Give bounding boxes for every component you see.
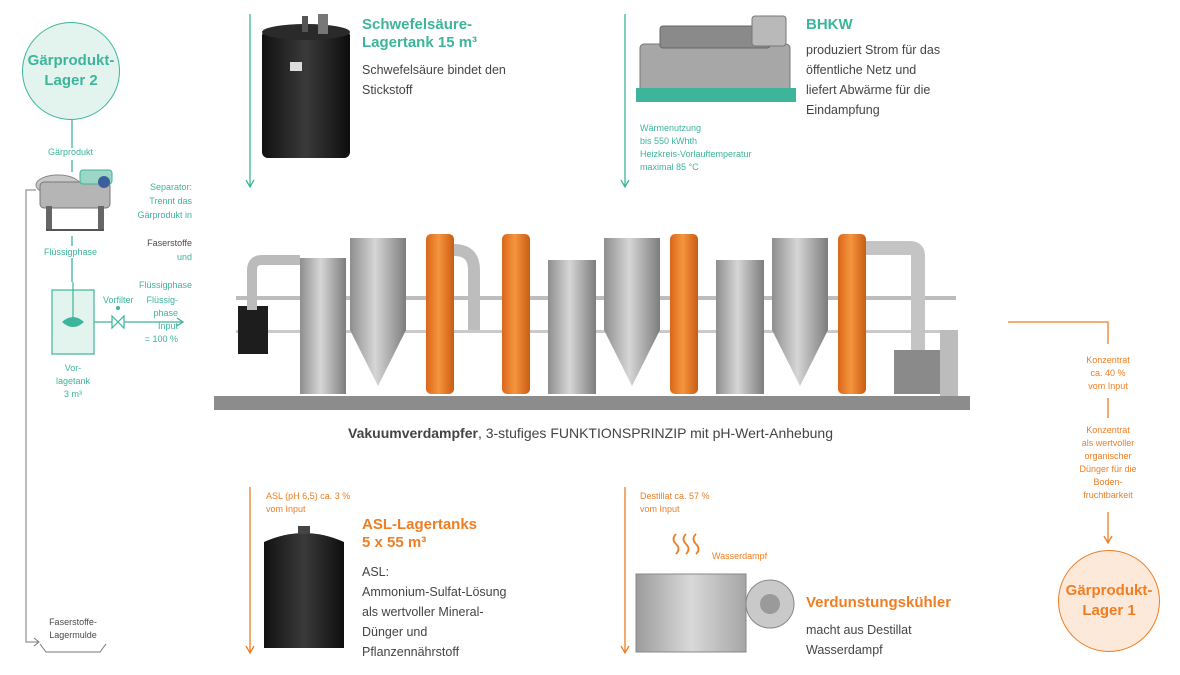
gaerprodukt-label: Gärprodukt (48, 147, 94, 157)
fluessigphase-input: Flüssig- phase Input = 100 % (144, 295, 178, 344)
separator-und: und (176, 252, 192, 262)
kuehler-note: Destillat ca. 57 % vom Input (640, 491, 710, 514)
separator-text: Separator: Trennt das Gärprodukt in Fase… (137, 182, 192, 290)
bhkw-desc: produziert Strom für das öffentliche Net… (806, 43, 941, 117)
bhkw-note: Wärmenutzung bis 550 kWhth Heizkreis-Vor… (640, 123, 752, 172)
lager-1-title: Gärprodukt- Lager 1 (1065, 582, 1153, 619)
schwefel-desc: Schwefelsäure bindet den Stickstoff (362, 63, 506, 97)
faserstoffe-mulde-label: Faserstoffe- Lagermulde (49, 617, 97, 640)
caption-rest: , 3-stufiges FUNKTIONSPRINZIP mit pH-Wer… (477, 425, 833, 441)
kuehler-title: Verdunstungskühler (806, 594, 952, 611)
konzentrat-note-1: Konzentrat ca. 40 % vom Input (1086, 355, 1130, 391)
schwefel-title: Schwefelsäure- Lagertank 15 m³ (362, 16, 478, 51)
separator-fluessig: Flüssigphase (138, 280, 192, 290)
fluessigphase-label: Flüssigphase (44, 247, 98, 257)
asl-note: ASL (pH 6,5) ca. 3 % vom Input (266, 491, 351, 514)
plant-caption: Vakuumverdampfer, 3-stufiges FUNKTIONSPR… (348, 425, 833, 441)
vorlagetank-label: Vor- lagetank 3 m³ (55, 363, 91, 399)
bhkw-title: BHKW (806, 16, 853, 33)
asl-desc: ASL: Ammonium-Sulfat-Lösung als wertvoll… (362, 565, 507, 659)
kuehler-desc: macht aus Destillat Wasserdampf (806, 623, 912, 657)
konzentrat-note-2: Konzentrat als wertvoller organischer Dü… (1079, 425, 1137, 500)
asl-title: ASL-Lagertanks 5 x 55 m³ (362, 516, 478, 551)
vorfilter-label: Vorfilter (103, 295, 134, 305)
separator-faserstoffe: Faserstoffe (147, 238, 192, 248)
lager-1-circle: Gärprodukt- Lager 1 (1058, 550, 1160, 652)
lager-2-circle: Gärprodukt- Lager 2 (22, 22, 120, 120)
wasserdampf-label: Wasserdampf (712, 551, 768, 561)
lager-2-title: Gärprodukt- Lager 2 (27, 52, 115, 89)
caption-bold: Vakuumverdampfer (348, 425, 478, 441)
